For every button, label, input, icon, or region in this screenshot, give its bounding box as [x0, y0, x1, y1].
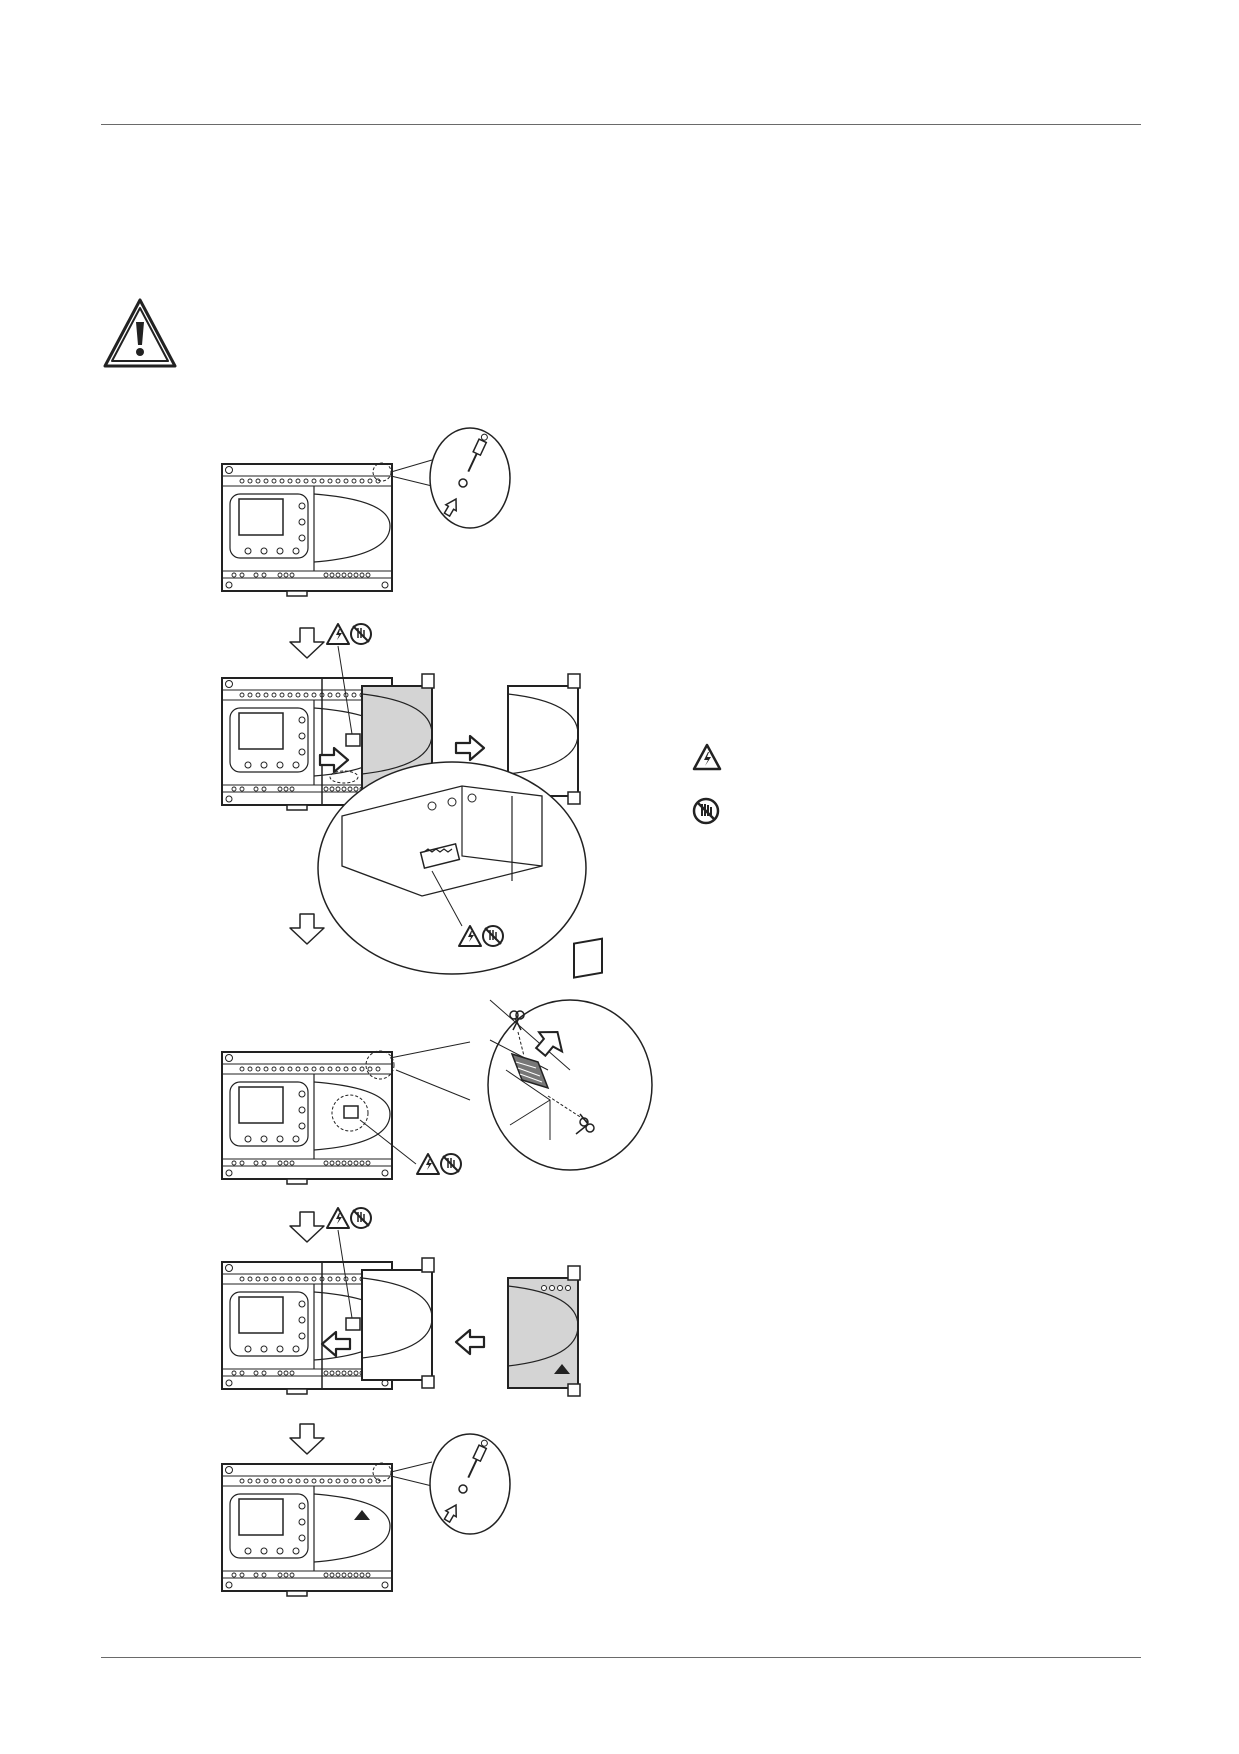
- warning-triangle-icon: [103, 298, 177, 368]
- step2-figure: [221, 623, 435, 811]
- electric-shock-warning-icon: [326, 623, 372, 645]
- electric-shock-warning-icon: [416, 1153, 462, 1175]
- step1-figure: [221, 427, 511, 597]
- step3-figure: [221, 937, 653, 1185]
- header-rule: [101, 124, 1141, 125]
- hollow-arrow-icon: [454, 1328, 486, 1356]
- footer-rule: [101, 1657, 1141, 1658]
- screwdriver-icon: [429, 1433, 511, 1535]
- do-not-touch-icon: [692, 797, 720, 825]
- hollow-arrow-icon: [289, 913, 325, 945]
- plc-controller: [221, 1051, 393, 1185]
- connector-detail: [317, 761, 587, 975]
- plc-controller: [221, 1463, 393, 1597]
- expansion-module-new: [507, 1265, 581, 1397]
- screwdriver-icon: [429, 427, 511, 529]
- plc-controller: [221, 463, 393, 597]
- step4-figure: [221, 1207, 435, 1395]
- step5-figure: [221, 1433, 511, 1597]
- electric-shock-warning-icon: [326, 1207, 372, 1229]
- electric-shock-warning-icon: [692, 743, 722, 771]
